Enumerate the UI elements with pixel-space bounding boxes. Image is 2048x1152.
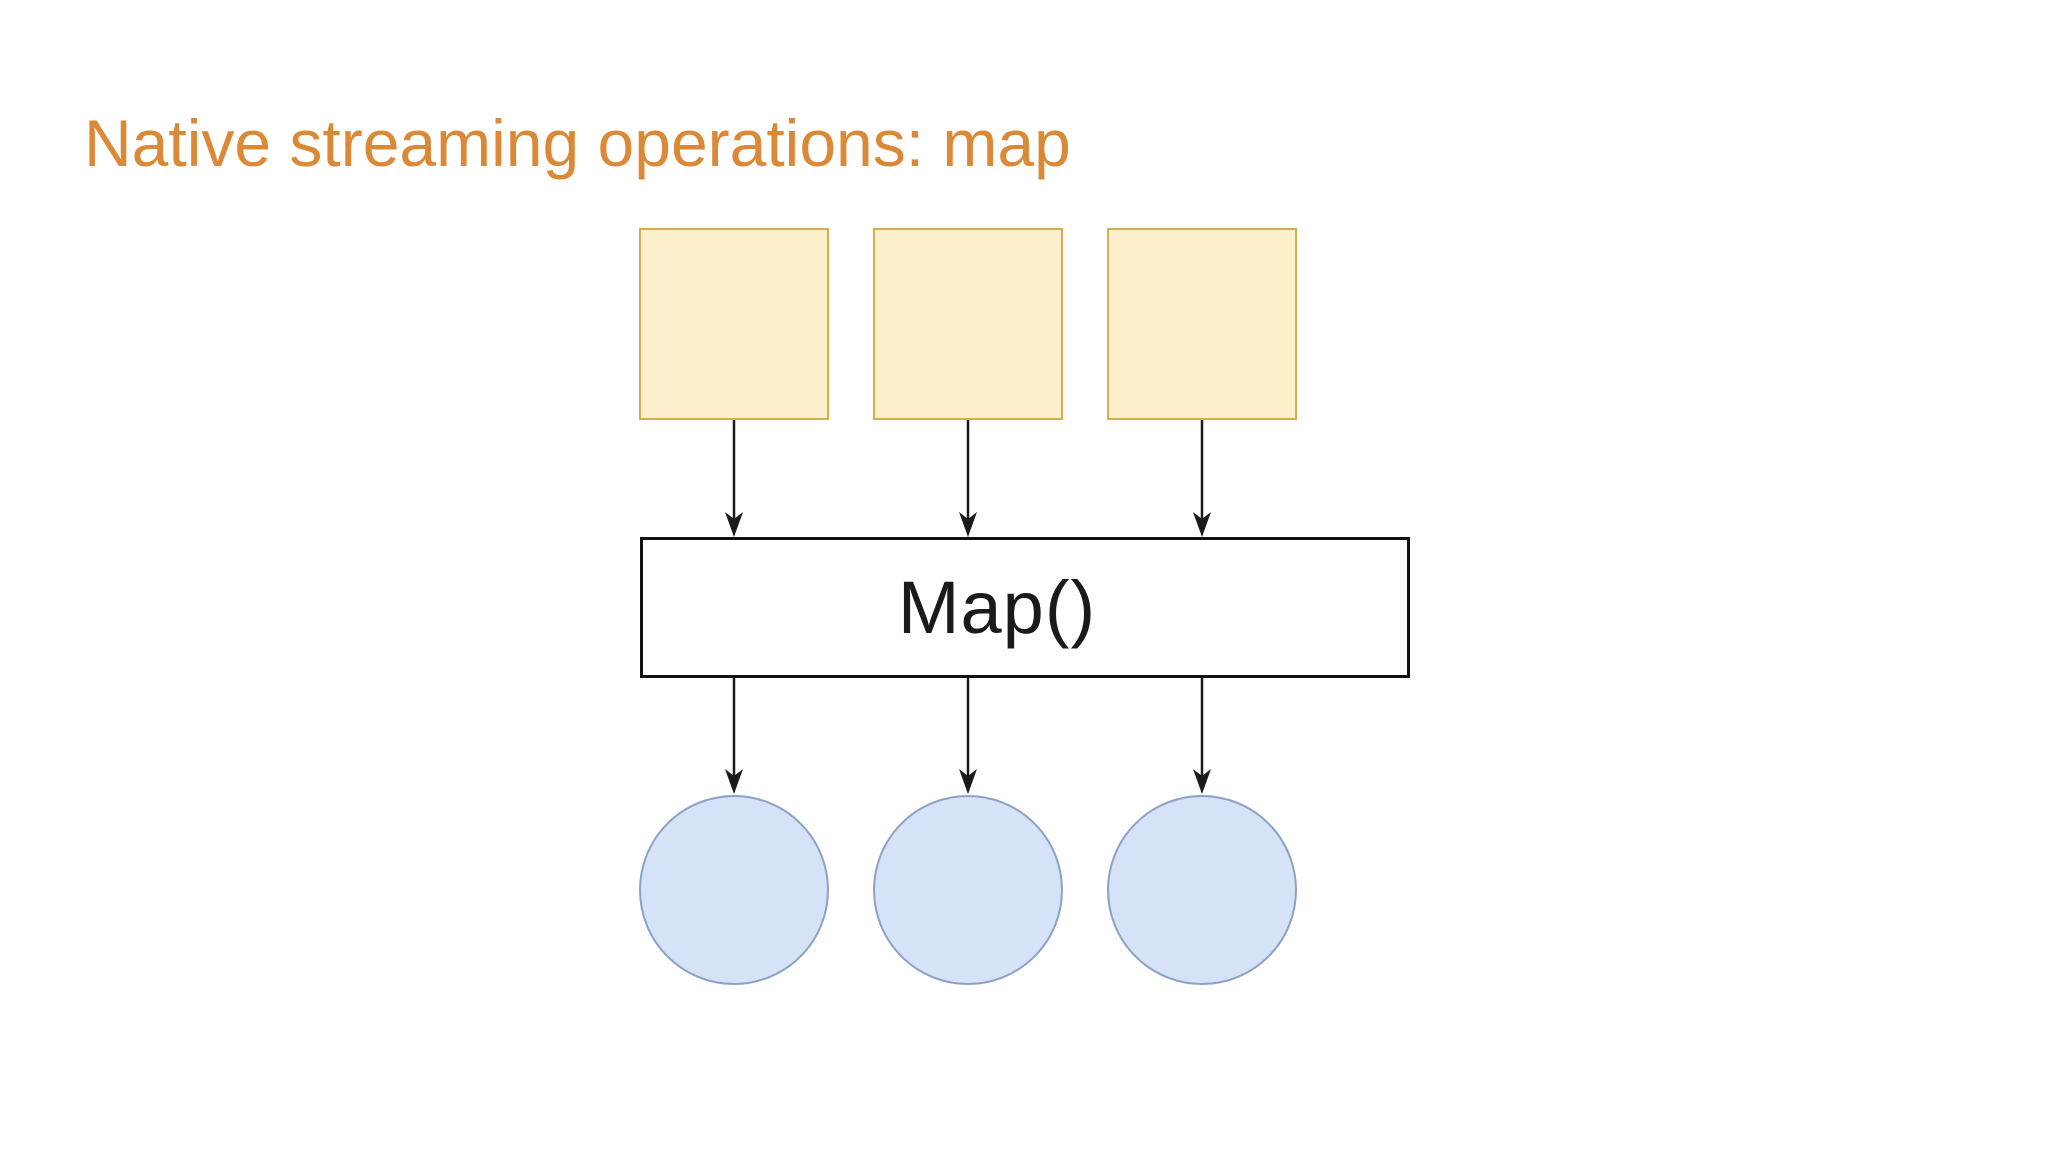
output-arrow-2-icon	[959, 678, 977, 794]
map-operator-box: Map()	[640, 537, 1410, 678]
input-arrow-3-icon	[1193, 420, 1211, 537]
output-arrow-3-icon	[1193, 678, 1211, 794]
input-square-2	[873, 228, 1063, 420]
input-arrow-1-icon	[725, 420, 743, 537]
output-circle-3	[1107, 795, 1297, 985]
input-square-1	[639, 228, 829, 420]
input-square-3	[1107, 228, 1297, 420]
map-operator-label: Map()	[897, 566, 1097, 649]
input-arrow-2-icon	[959, 420, 977, 537]
slide-title: Native streaming operations: map	[84, 106, 1071, 180]
output-circle-1	[639, 795, 829, 985]
output-arrow-1-icon	[725, 678, 743, 794]
output-circle-2	[873, 795, 1063, 985]
